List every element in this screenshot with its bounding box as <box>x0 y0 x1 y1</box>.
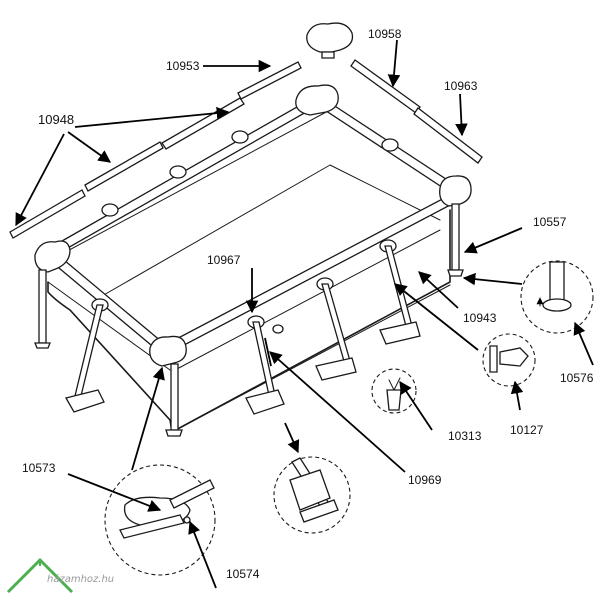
label-10943: 10943 <box>463 311 497 325</box>
label-10958: 10958 <box>368 27 402 41</box>
top-rails <box>46 94 456 356</box>
corner-legs <box>34 203 464 437</box>
label-10963: 10963 <box>444 79 478 93</box>
label-10557: 10557 <box>533 215 567 229</box>
detail-circle-10573 <box>104 464 216 576</box>
detail-circle-10127 <box>482 333 536 387</box>
label-10948: 10948 <box>38 112 74 127</box>
label-10574: 10574 <box>226 567 260 581</box>
drain-valve <box>272 324 284 334</box>
label-10969: 10969 <box>408 473 442 487</box>
detail-circle-10313 <box>371 368 417 414</box>
label-10573: 10573 <box>22 461 56 475</box>
label-10313: 10313 <box>448 429 482 443</box>
label-10127: 10127 <box>510 423 544 437</box>
watermark-logo: házamhoz.hu <box>6 557 114 594</box>
watermark-text: házamhoz.hu <box>47 573 114 585</box>
label-10576: 10576 <box>560 371 594 385</box>
detail-circle-10969 <box>273 456 351 534</box>
leader-arrows <box>15 39 594 589</box>
rail-connectors <box>91 130 399 329</box>
label-10967: 10967 <box>207 253 241 267</box>
support-legs <box>65 245 421 415</box>
part-labels: 10953 10958 10963 10948 10557 10967 1094… <box>22 27 594 581</box>
label-10953: 10953 <box>166 59 200 73</box>
detail-circle-10576 <box>520 260 594 334</box>
corner-joints <box>34 84 472 367</box>
